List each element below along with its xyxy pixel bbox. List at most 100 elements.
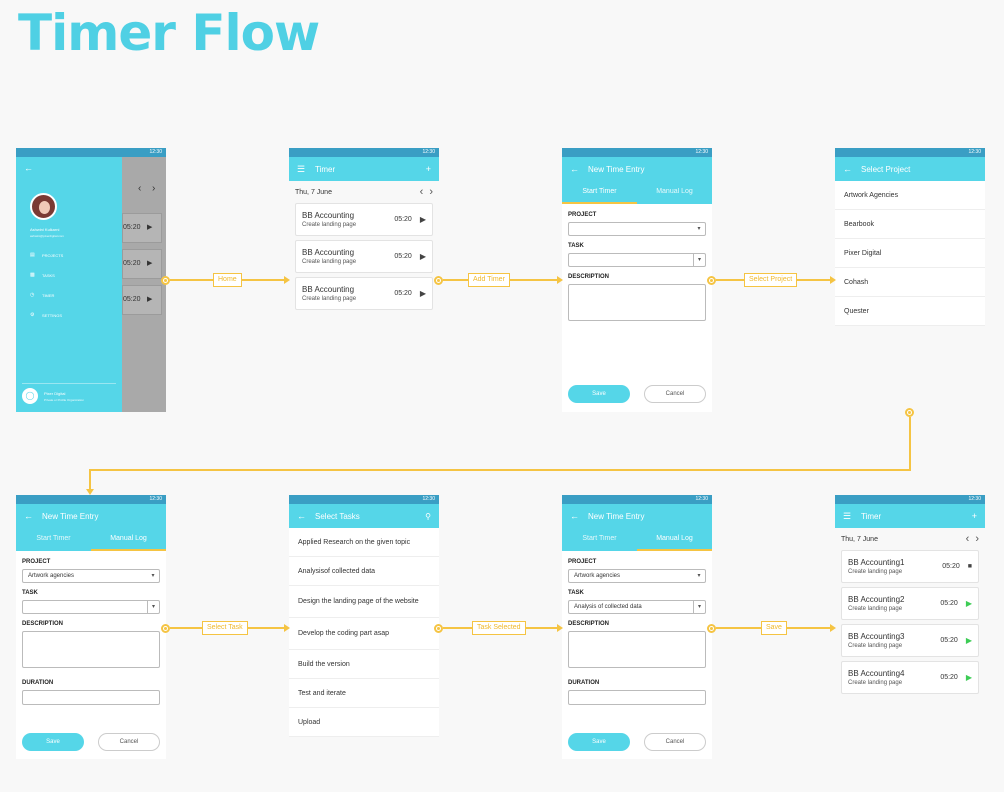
list-item[interactable]: Pixer Digital — [835, 239, 985, 268]
chevron-left-icon[interactable]: ‹ — [138, 183, 142, 194]
connector-line — [89, 469, 91, 489]
list-item[interactable]: Cohash — [835, 268, 985, 297]
project-select[interactable]: Artwork agencies▾ — [568, 569, 706, 583]
app-bar: ← New Time Entry — [562, 504, 712, 528]
entry-sub: Create landing page — [848, 606, 903, 612]
task-select[interactable]: Analysis of collected data▾ — [568, 600, 706, 614]
back-arrow-icon[interactable]: ← — [843, 164, 852, 174]
arrow-right-icon — [557, 276, 563, 284]
status-bar: 12:30 — [16, 495, 166, 504]
connector-label-task-selected: Task Selected — [472, 621, 526, 635]
app-bar: ← Select Tasks ⚲ — [289, 504, 439, 528]
play-icon[interactable]: ▶ — [965, 673, 972, 682]
play-icon[interactable]: ▶ — [419, 289, 426, 298]
avatar[interactable] — [30, 193, 57, 220]
drawer-item-label: TASKS — [42, 272, 55, 278]
tab-manual-log[interactable]: Manual Log — [91, 528, 166, 551]
list-item[interactable]: Build the version — [289, 650, 439, 679]
tab-manual-log[interactable]: Manual Log — [637, 528, 712, 551]
search-icon[interactable]: ⚲ — [425, 511, 431, 521]
project-select[interactable]: Artwork agencies▾ — [22, 569, 160, 583]
company-sub: Private or Profile Organization — [44, 397, 85, 402]
save-button[interactable]: Save — [568, 733, 630, 751]
date-row: Thu, 7 June ‹ › — [835, 528, 985, 550]
company-logo-icon: ◯ — [22, 388, 38, 404]
add-icon[interactable]: + — [425, 164, 431, 174]
description-field[interactable] — [22, 631, 160, 668]
tab-start-timer[interactable]: Start Timer — [562, 181, 637, 204]
save-button[interactable]: Save — [22, 733, 84, 751]
drawer-item-tasks[interactable]: ▩TASKS — [30, 272, 55, 278]
description-field[interactable] — [568, 284, 706, 321]
chevron-right-icon[interactable]: › — [975, 533, 979, 545]
status-bar: 12:30 — [835, 495, 985, 504]
back-arrow-icon[interactable]: ← — [297, 511, 306, 521]
back-arrow-icon[interactable]: ← — [570, 511, 579, 521]
dimmed-content: ‹ › 05:20▶ 05:20▶ 05:20▶ — [122, 157, 166, 412]
cancel-button[interactable]: Cancel — [644, 733, 706, 751]
company-footer[interactable]: ◯ Pixer Digital Private or Profile Organ… — [22, 383, 116, 404]
project-select[interactable]: ▾ — [568, 222, 706, 236]
chevron-left-icon[interactable]: ‹ — [419, 186, 424, 198]
dropdown-icon: ▾ — [693, 601, 705, 613]
drawer-item-settings[interactable]: ⚙SETTINGS — [30, 312, 62, 318]
status-time: 12:30 — [149, 496, 162, 502]
menu-icon[interactable]: ☰ — [843, 510, 852, 521]
back-arrow-icon[interactable]: ← — [24, 163, 33, 173]
tab-start-timer[interactable]: Start Timer — [582, 535, 617, 542]
connector-label-select-task: Select Task — [202, 621, 248, 635]
save-button[interactable]: Save — [568, 385, 630, 403]
connector-dot — [905, 408, 914, 417]
status-time: 12:30 — [695, 149, 708, 155]
back-arrow-icon[interactable]: ← — [24, 511, 33, 521]
entry-name: BB Accounting — [302, 285, 355, 294]
play-icon[interactable]: ▶ — [965, 599, 972, 608]
back-arrow-icon[interactable]: ← — [570, 164, 579, 174]
connector-dot — [707, 276, 716, 285]
list-item[interactable]: Test and iterate — [289, 679, 439, 708]
add-icon[interactable]: + — [971, 511, 977, 521]
drawer-item-timer[interactable]: ◷TIMER — [30, 292, 54, 298]
chevron-right-icon[interactable]: › — [429, 186, 433, 198]
list-item[interactable]: Upload — [289, 708, 439, 737]
chevron-left-icon[interactable]: ‹ — [965, 533, 970, 545]
list-item[interactable]: Develop the coding part asap — [289, 618, 439, 650]
tab-manual-log[interactable]: Manual Log — [656, 188, 693, 195]
tab-bar: Start Timer Manual Log — [562, 528, 712, 551]
drawer-item-projects[interactable]: ▤PROJECTS — [30, 252, 63, 258]
play-icon[interactable]: ▶ — [965, 636, 972, 645]
arrow-down-icon — [86, 489, 94, 495]
tab-start-timer[interactable]: Start Timer — [36, 535, 71, 542]
list-item[interactable]: Bearbook — [835, 210, 985, 239]
duration-field[interactable] — [22, 690, 160, 705]
menu-icon[interactable]: ☰ — [297, 163, 306, 174]
list-item[interactable]: Quester — [835, 297, 985, 326]
play-icon[interactable]: ▶ — [419, 215, 426, 224]
list-item[interactable]: Applied Research on the given topic — [289, 528, 439, 557]
list-item[interactable]: Analysisof collected data — [289, 557, 439, 586]
task-select[interactable]: ▾ — [22, 600, 160, 614]
cancel-button[interactable]: Cancel — [644, 385, 706, 403]
description-field[interactable] — [568, 631, 706, 668]
list-item[interactable]: Design the landing page of the website — [289, 586, 439, 618]
entry-name: BB Accounting4 — [848, 669, 905, 678]
cancel-button[interactable]: Cancel — [98, 733, 160, 751]
play-icon[interactable]: ▶ — [419, 252, 426, 261]
task-label: TASK — [568, 590, 584, 596]
duration-label: DURATION — [22, 680, 54, 686]
task-select[interactable]: ▾ — [568, 253, 706, 267]
entry-form: PROJECT ▾ TASK ▾ DESCRIPTION — [562, 204, 712, 327]
status-bar: 12:30 — [16, 148, 166, 157]
list-item[interactable]: Artwork Agencies — [835, 181, 985, 210]
stop-icon[interactable]: ■ — [967, 563, 972, 570]
chevron-right-icon[interactable]: › — [152, 183, 156, 194]
page-title: Timer Flow — [18, 4, 320, 62]
duration-field[interactable] — [568, 690, 706, 705]
